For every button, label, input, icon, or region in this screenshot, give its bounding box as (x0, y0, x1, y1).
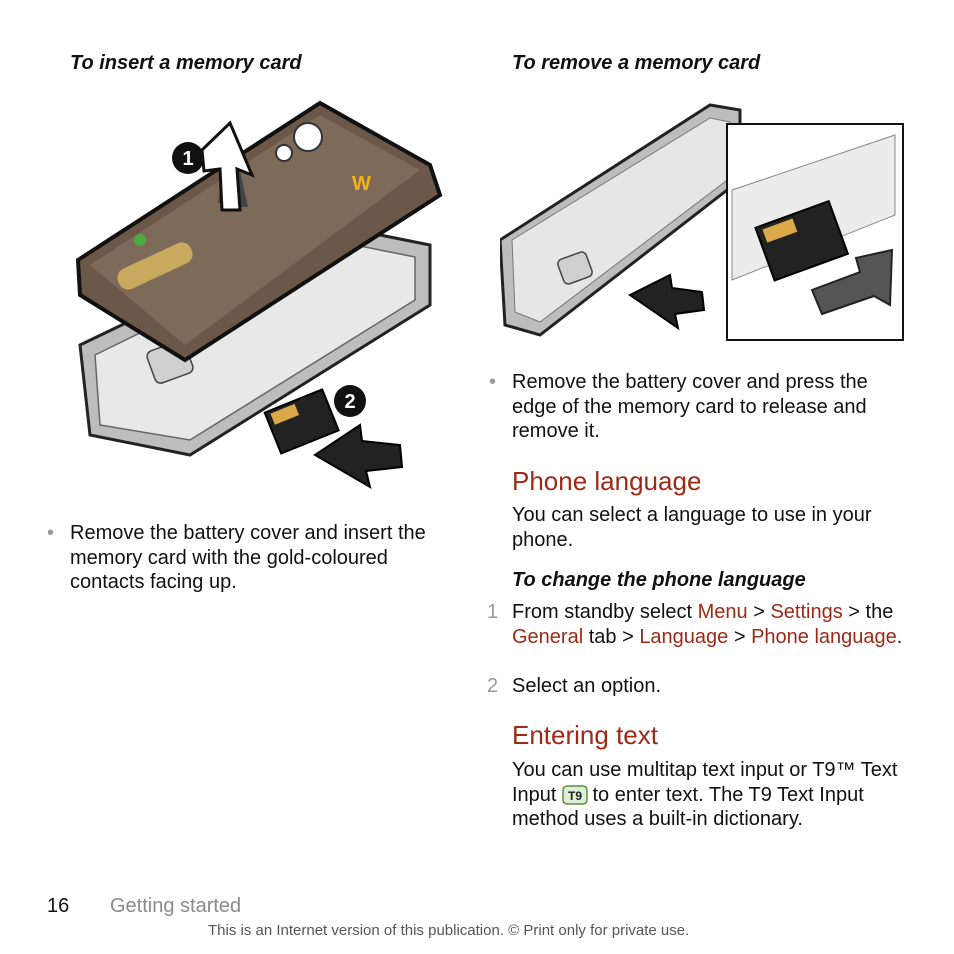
step-number: 1 (487, 601, 499, 623)
bullet-dot: • (47, 522, 55, 544)
entering-text-body: You can use multitap text input or T9™ T… (512, 759, 898, 830)
menu-link[interactable]: Menu (697, 601, 748, 623)
insert-card-heading: To insert a memory card (70, 52, 302, 74)
language-link[interactable]: Language (639, 625, 729, 648)
svg-text:T9: T9 (568, 789, 582, 803)
section-name: Getting started (110, 895, 242, 917)
general-link[interactable]: General (512, 625, 584, 648)
step-number: 2 (487, 675, 499, 697)
arrow-out-icon (810, 248, 894, 316)
phone-language-link[interactable]: Phone language (751, 625, 897, 648)
phone-language-intro: You can select a language to use in your… (512, 504, 872, 551)
svg-text:1: 1 (182, 148, 193, 170)
bullet-dot: • (489, 371, 497, 393)
phone-language-title: Phone language (512, 466, 702, 496)
t9-icon: T9 (562, 784, 589, 805)
remove-card-heading: To remove a memory card (512, 52, 761, 74)
remove-card-illustration (500, 100, 910, 345)
page-number: 16 (47, 895, 70, 917)
insert-card-bullet-text: Remove the battery cover and insert the … (70, 522, 426, 593)
remove-card-bullet-text: Remove the battery cover and press the e… (512, 371, 868, 442)
footer-note: This is an Internet version of this publ… (208, 922, 690, 939)
svg-text:2: 2 (344, 391, 355, 413)
step-1-text: From standby select Menu > Settings > th… (512, 601, 903, 648)
insert-card-illustration: W 1 2 (70, 95, 450, 495)
arrow-up-icon (200, 120, 255, 212)
step-2-text: Select an option. (512, 675, 661, 697)
svg-text:W: W (352, 173, 371, 195)
memory-card (263, 388, 340, 455)
change-language-heading: To change the phone language (512, 569, 806, 591)
entering-text-title: Entering text (512, 720, 658, 750)
settings-link[interactable]: Settings (770, 601, 843, 623)
